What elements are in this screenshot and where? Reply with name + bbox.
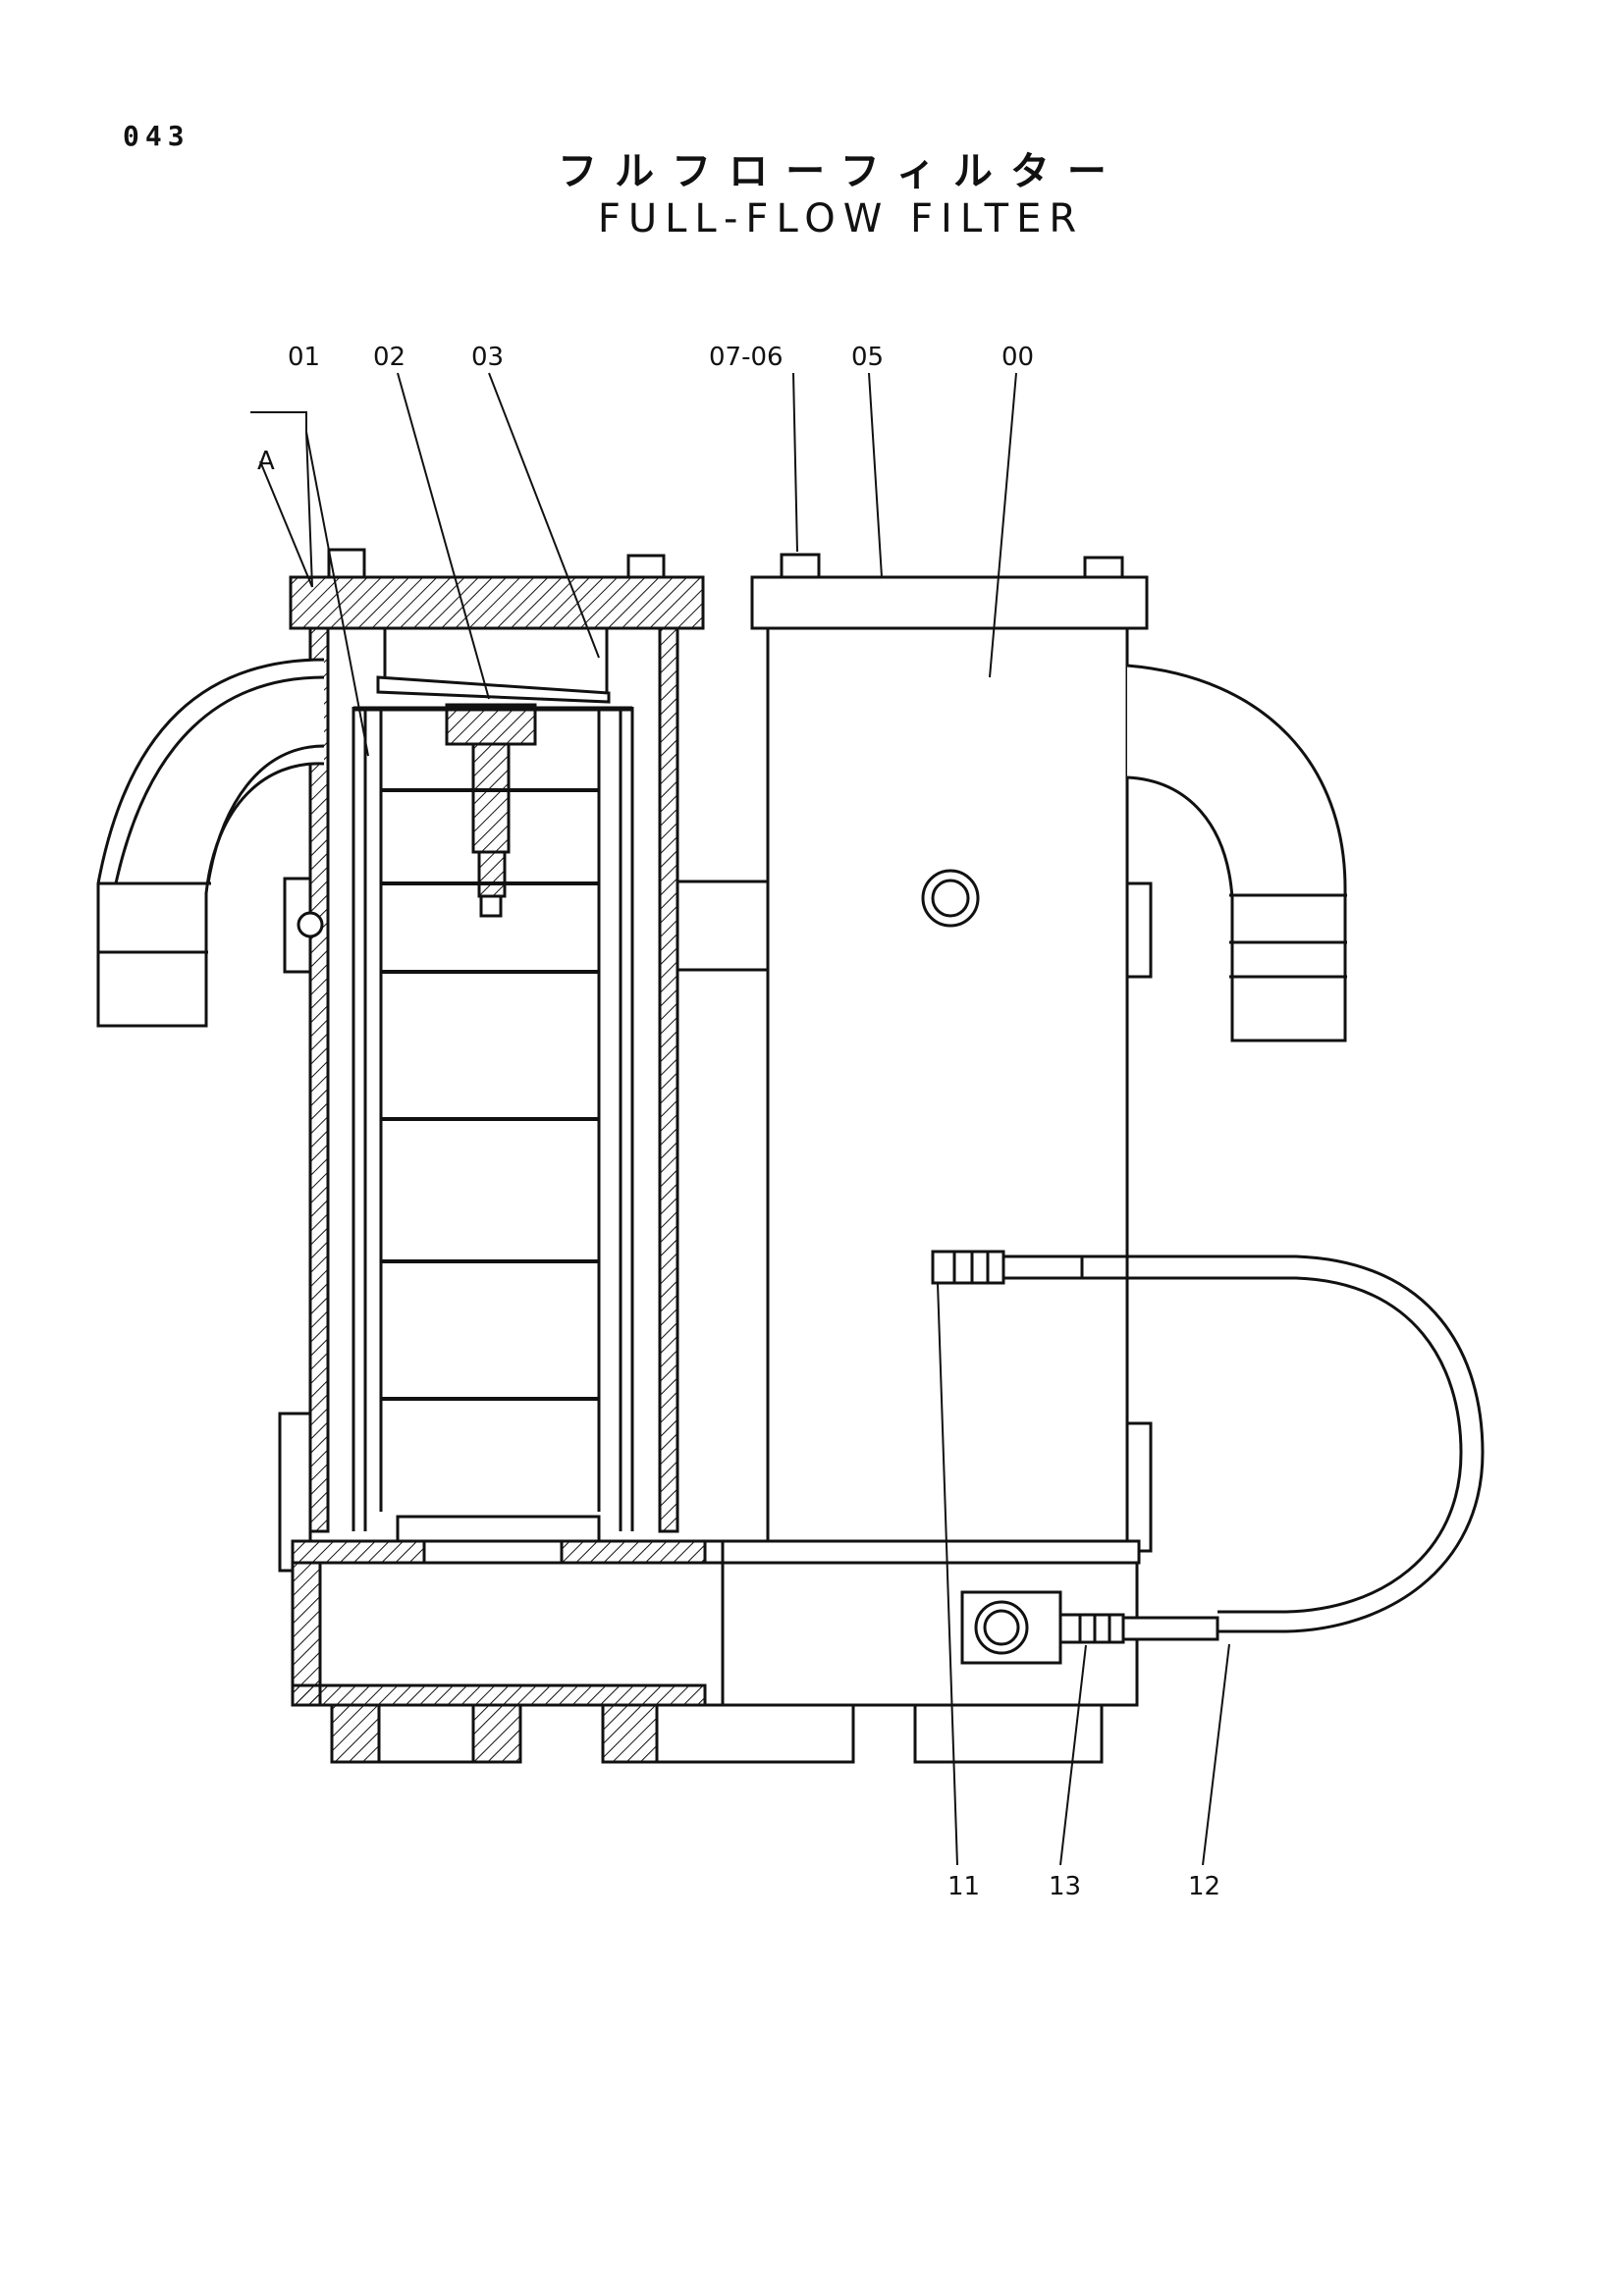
label-01: 01 xyxy=(288,343,320,372)
label-07-06: 07-06 xyxy=(709,343,784,372)
label-03: 03 xyxy=(471,343,504,372)
label-02: 02 xyxy=(373,343,406,372)
right-filter-exterior xyxy=(676,553,1347,1553)
leader-lines xyxy=(250,372,1230,1866)
base-block xyxy=(291,1539,1141,1764)
label-12: 12 xyxy=(1188,1872,1220,1901)
label-11: 11 xyxy=(947,1872,980,1901)
label-13: 13 xyxy=(1049,1872,1081,1901)
title-english: FULL-FLOW FILTER xyxy=(597,196,1085,241)
label-A: A xyxy=(257,447,275,476)
label-00: 00 xyxy=(1001,343,1034,372)
hose-assembly xyxy=(931,1250,1485,1644)
left-filter-section xyxy=(96,548,705,1573)
title-japanese: フルフローフィルター xyxy=(558,149,1124,194)
label-05: 05 xyxy=(851,343,884,372)
page-number: 043 xyxy=(123,120,190,152)
